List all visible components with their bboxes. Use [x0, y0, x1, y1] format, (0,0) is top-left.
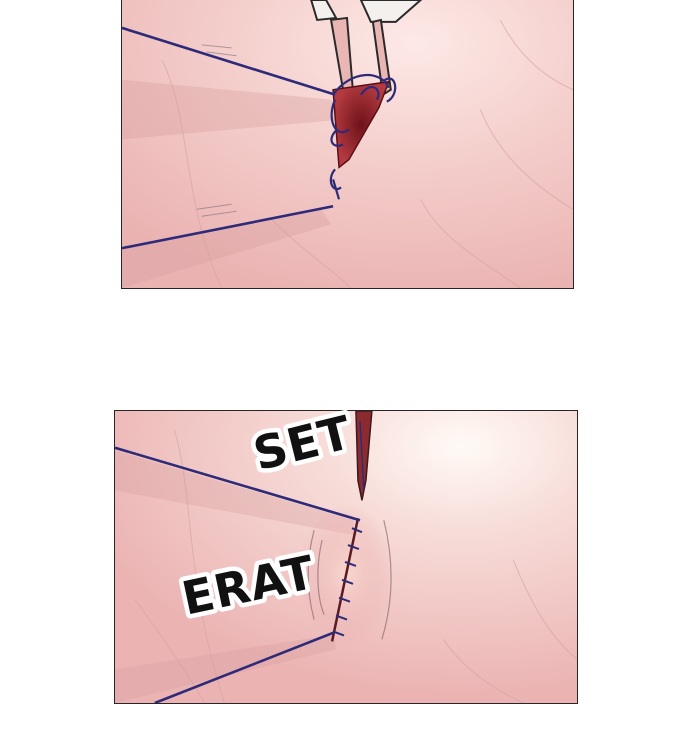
needle-holder — [310, 0, 423, 97]
suture-stitches — [332, 527, 363, 637]
suture-needle — [355, 411, 373, 501]
suture-illustration-bottom — [115, 411, 577, 703]
suture-illustration-top — [122, 0, 573, 288]
suture-loops — [329, 73, 397, 200]
comic-panel-bottom — [114, 410, 578, 704]
suture-thread — [122, 26, 336, 250]
suture-thread — [115, 446, 361, 703]
incision-line — [330, 518, 360, 642]
wound — [332, 80, 390, 169]
comic-panel-top — [121, 0, 574, 289]
